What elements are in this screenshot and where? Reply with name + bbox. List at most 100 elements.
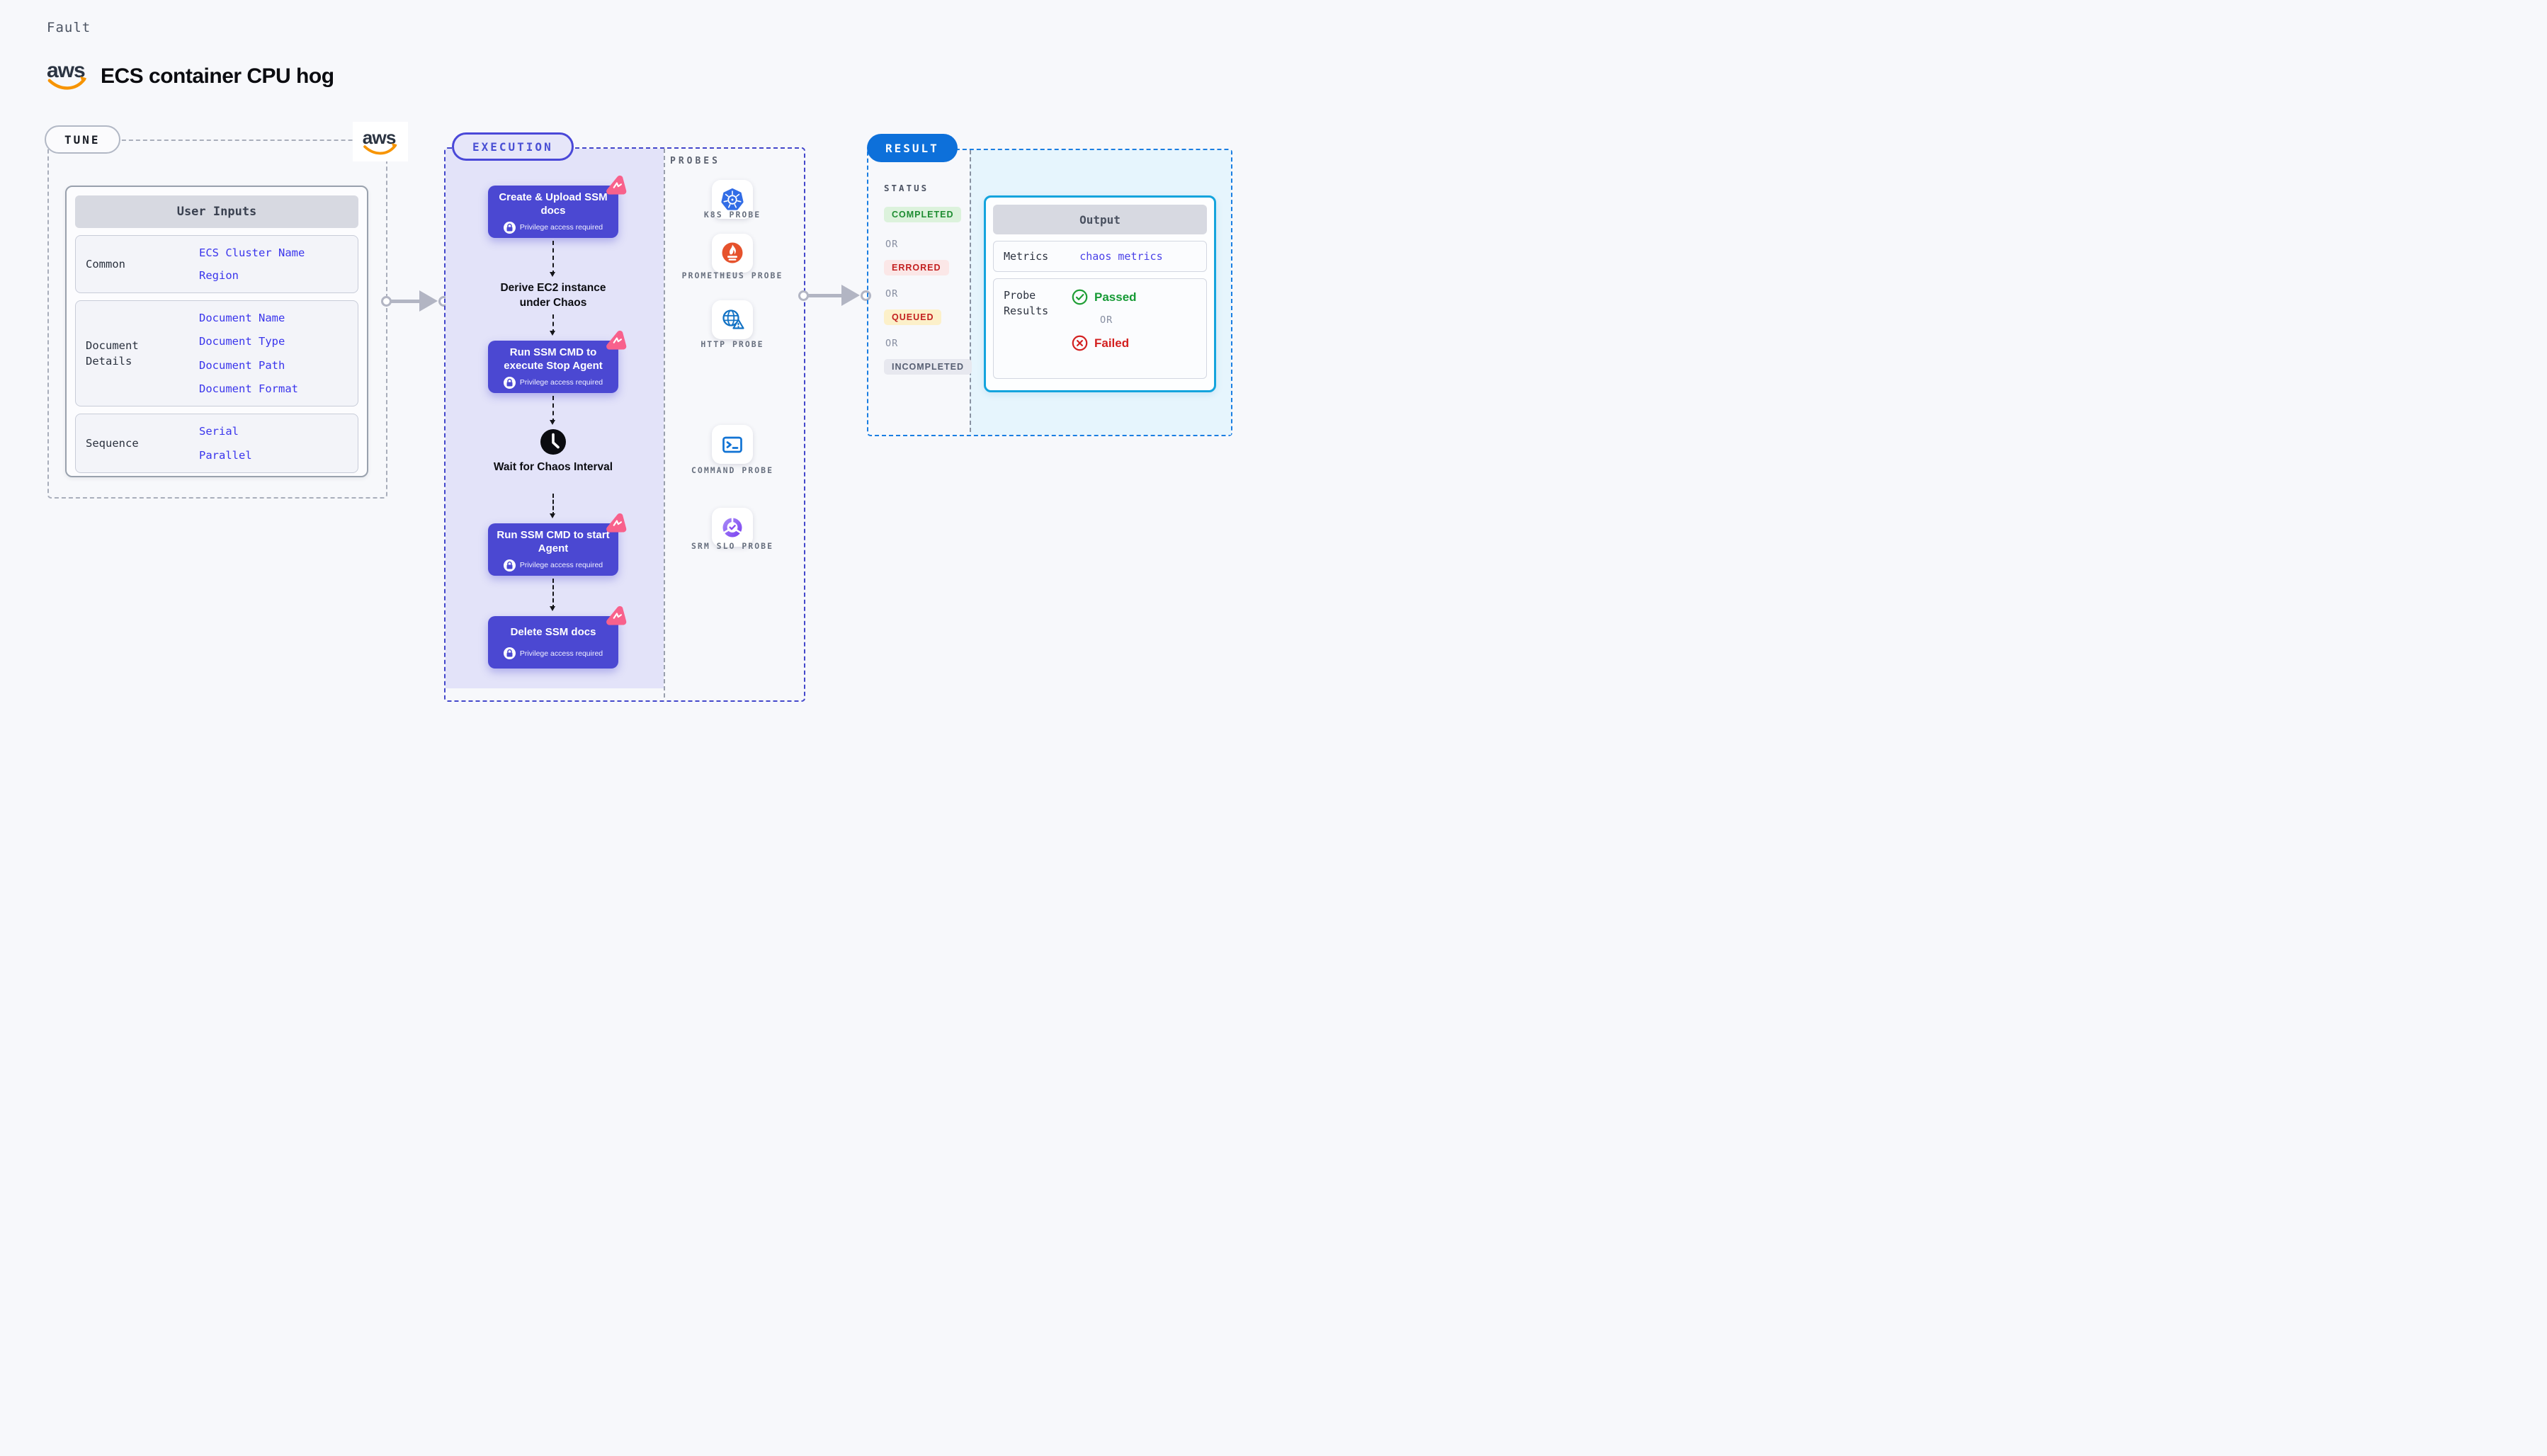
probe-card-srm-slo (712, 508, 753, 547)
input-group-label: Document Details (86, 339, 139, 368)
probe-card-prometheus (712, 234, 753, 273)
user-inputs-header: User Inputs (75, 195, 358, 228)
privilege-note: Privilege access required (503, 221, 603, 234)
user-inputs-card: User Inputs Common ECS Cluster Name Regi… (65, 186, 368, 477)
step-text-wait: Wait for Chaos Interval (493, 461, 613, 473)
privilege-note: Privilege access required (503, 376, 603, 389)
or-label: OR (885, 288, 899, 300)
privilege-note-label: Privilege access required (519, 561, 603, 569)
flow-node-title: Run SSM CMD to start Agent (497, 528, 610, 554)
passed-label: Passed (1094, 290, 1137, 304)
input-group-label: Sequence (86, 437, 139, 450)
page-title: ECS container CPU hog (101, 64, 334, 88)
page-header: aws ECS container CPU hog (45, 58, 334, 94)
lock-icon (503, 559, 516, 571)
chaos-experiment-icon (606, 605, 627, 625)
probe-results-row: Probe Results Passed OR Failed (993, 278, 1207, 379)
status-badge-queued: QUEUED (884, 309, 942, 325)
metrics-label: Metrics (1004, 250, 1049, 263)
probe-results-label: Probe Results (1004, 289, 1049, 317)
terminal-icon (722, 436, 742, 453)
fault-label: Fault (47, 20, 91, 35)
input-value: Region (199, 269, 239, 283)
or-label: OR (1100, 314, 1113, 326)
probe-card-k8s (712, 180, 753, 219)
input-value: Document Format (199, 382, 298, 395)
execution-to-result-arrow-icon (798, 283, 871, 308)
flow-node-start-agent: Run SSM CMD to start Agent Privilege acc… (488, 513, 627, 576)
input-value: Parallel (199, 448, 252, 462)
slo-donut-icon (722, 517, 742, 537)
privilege-note: Privilege access required (503, 559, 603, 571)
execution-section (444, 147, 805, 702)
flow-arrow-down-icon (550, 494, 555, 518)
input-value: Document Type (199, 335, 285, 348)
metrics-row: Metrics chaos metrics (993, 241, 1207, 272)
input-value: ECS Cluster Name (199, 246, 305, 259)
chaos-experiment-icon (606, 175, 627, 195)
flow-node-title: Run SSM CMD to execute Stop Agent (504, 346, 603, 372)
probe-name: PROMETHEUS PROBE (681, 271, 783, 280)
x-circle-icon (1072, 335, 1088, 351)
flow-node-stop-agent: Run SSM CMD to execute Stop Agent Privil… (488, 330, 627, 393)
privilege-note-label: Privilege access required (519, 649, 603, 658)
flow-node-title: Delete SSM docs (510, 626, 596, 638)
input-group-common: Common ECS Cluster Name Region (75, 235, 358, 293)
globe-alert-icon (722, 309, 744, 329)
status-badge-completed: COMPLETED (884, 207, 962, 222)
tune-to-execution-arrow-icon (381, 288, 449, 314)
probe-card-command (712, 425, 753, 464)
status-badge-errored: ERRORED (884, 260, 949, 275)
clock-icon (540, 429, 566, 455)
input-values: Document Name Document Type Document Pat… (169, 301, 298, 406)
flow-node-create-upload: Create & Upload SSM docs Privilege acces… (488, 175, 627, 238)
chaos-experiment-icon (606, 513, 627, 533)
input-value: Document Path (199, 358, 285, 372)
lock-icon (503, 647, 516, 659)
input-value: Document Name (199, 312, 285, 325)
step-text-derive: Derive EC2 instance under Chaos (500, 282, 606, 309)
lock-icon (503, 376, 516, 389)
status-label: STATUS (884, 183, 929, 193)
kubernetes-icon (721, 188, 744, 210)
aws-logo-small: aws (353, 122, 408, 161)
result-badge: RESULT (867, 134, 958, 162)
check-circle-icon (1072, 289, 1088, 305)
input-group-label: Common (86, 258, 125, 271)
metrics-value: chaos metrics (1079, 250, 1163, 263)
failed-label: Failed (1094, 336, 1130, 350)
flow-node-title: Create & Upload SSM docs (499, 190, 608, 217)
or-label: OR (885, 239, 899, 250)
status-badge-incompleted: INCOMPLETED (884, 359, 972, 375)
output-header: Output (993, 205, 1207, 234)
privilege-note: Privilege access required (503, 647, 603, 659)
input-values: Serial Parallel (169, 414, 252, 472)
flow-arrow-down-icon (550, 314, 555, 336)
prometheus-icon (722, 242, 743, 263)
svg-text:aws: aws (47, 59, 85, 82)
status-divider (970, 150, 971, 432)
input-group-sequence: Sequence Serial Parallel (75, 414, 358, 473)
probe-name: K8S PROBE (703, 210, 761, 220)
probes-label: PROBES (670, 156, 720, 166)
probe-name: COMMAND PROBE (691, 465, 773, 475)
probe-name: SRM SLO PROBE (691, 541, 773, 551)
tune-section (47, 140, 387, 499)
or-label: OR (885, 338, 899, 349)
passed-result: Passed (1072, 289, 1137, 305)
privilege-note-label: Privilege access required (519, 378, 603, 387)
privilege-note-label: Privilege access required (519, 223, 603, 232)
execution-badge: EXECUTION (452, 132, 574, 161)
lock-icon (503, 221, 516, 234)
probe-card-http (712, 300, 753, 339)
aws-logo: aws (45, 58, 89, 94)
failed-result: Failed (1072, 335, 1137, 351)
execution-flow-panel (446, 149, 664, 688)
input-group-document-details: Document Details Document Name Document … (75, 300, 358, 406)
flow-node-delete-docs: Delete SSM docs Privilege access require… (488, 605, 627, 669)
svg-text:aws: aws (363, 127, 396, 148)
flow-arrow-down-icon (550, 241, 555, 277)
result-badge-label: RESULT (885, 141, 939, 155)
flow-arrow-down-icon (550, 579, 555, 611)
flow-arrow-down-icon (550, 396, 555, 425)
